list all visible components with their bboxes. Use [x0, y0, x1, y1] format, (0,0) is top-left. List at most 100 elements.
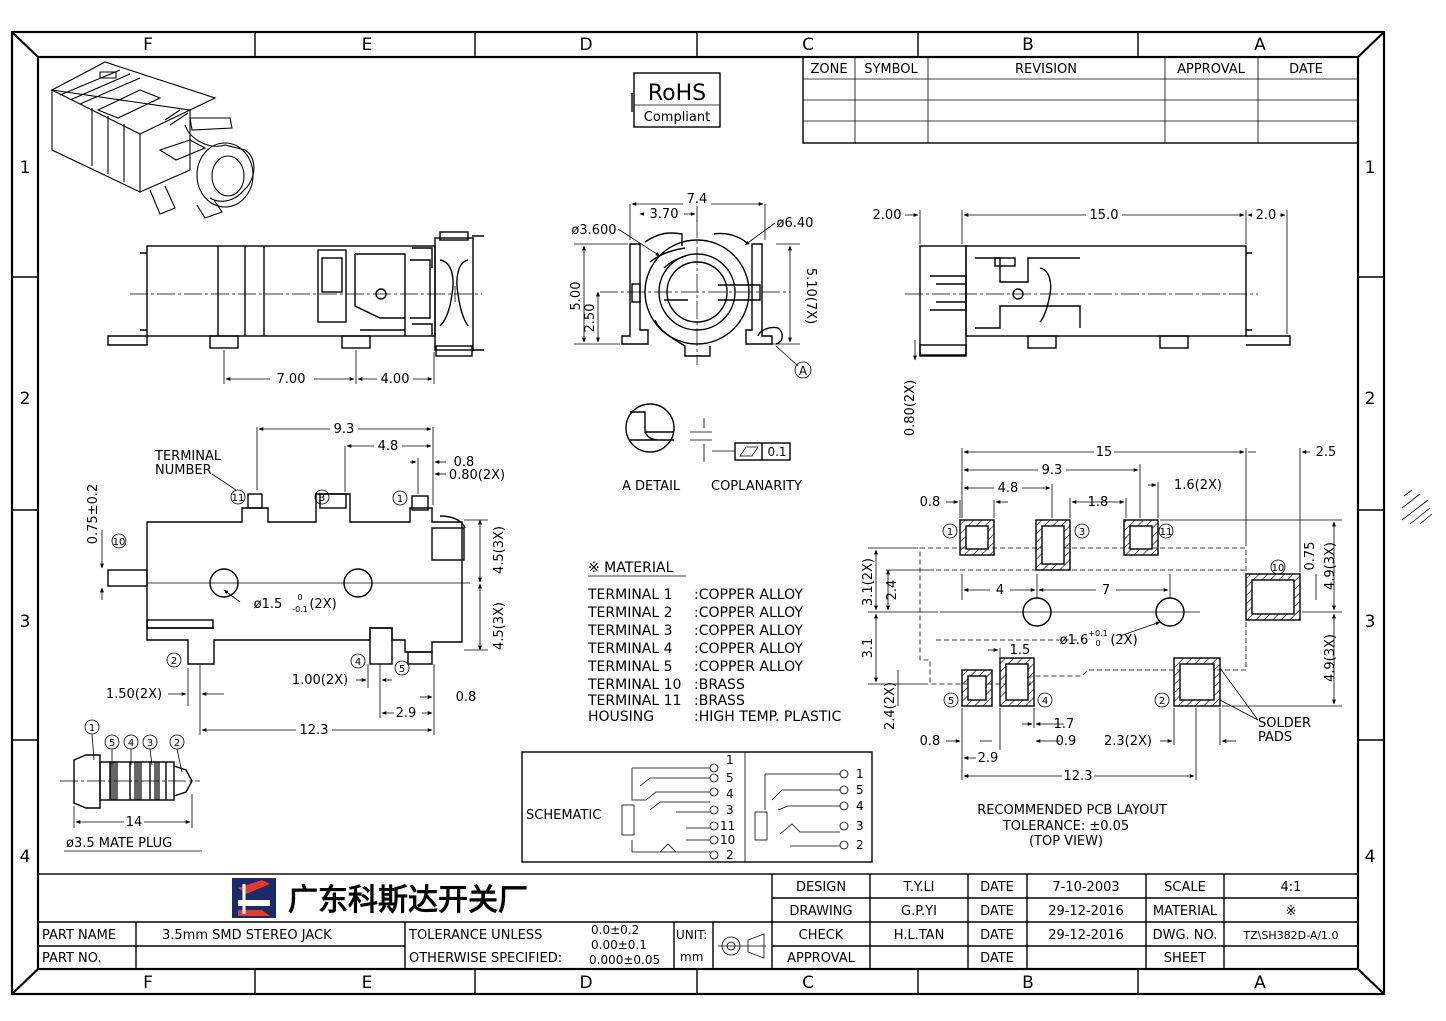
material-value: :COPPER ALLOY — [694, 587, 803, 603]
dim-text: 4.9(3X) — [1323, 542, 1338, 590]
row-label: 3 — [1365, 612, 1376, 632]
dim-text: 1.6(2X) — [1174, 478, 1222, 493]
projection-symbol — [718, 933, 766, 959]
schematic-label: SCHEMATIC — [526, 808, 601, 823]
dim-text: 1.50(2X) — [106, 687, 162, 702]
material-value: :BRASS — [694, 693, 745, 709]
dim-text: 4.8 — [998, 481, 1019, 496]
dim-text: 4.00 — [381, 372, 410, 387]
dim-text: 1.5 — [1010, 643, 1031, 658]
row-label: 3 — [20, 612, 31, 632]
material-name: TERMINAL 11 — [587, 693, 681, 709]
info-key: DWG. NO. — [1153, 928, 1218, 943]
person-name: H.L.TAN — [894, 928, 945, 943]
dim-text: 2.4(2X) — [883, 682, 898, 730]
dim-text: 4.5(3X) — [492, 526, 507, 574]
info-key: MATERIAL — [1153, 904, 1218, 919]
info-value: TZ\SH382D-A/1.0 — [1242, 929, 1338, 942]
dim-text: 5.00 — [569, 282, 584, 311]
dim-text: 2.4 — [885, 580, 900, 601]
dim-text: (2X) — [1110, 633, 1137, 648]
pad-number: 10 — [1272, 563, 1285, 574]
schematic-pin: 2 — [856, 838, 864, 852]
part-name-label: PART NAME — [42, 928, 116, 943]
dim-tol-upper: +0.1 — [1088, 629, 1107, 638]
rev-header-revision: REVISION — [1015, 62, 1077, 77]
col-label: B — [1022, 973, 1034, 993]
detail-a: 0.1 A DETAIL COPLANARITY — [622, 403, 802, 494]
col-label: D — [579, 35, 592, 55]
info-key: SHEET — [1164, 951, 1206, 966]
mate-plug: 1 5 4 3 2 14 ø3.5 MATE PLUG — [60, 719, 202, 852]
dim-text: 0.8 — [920, 734, 941, 749]
rohs-stamp: RoHS Compliant — [631, 72, 721, 128]
plug-number: 2 — [174, 738, 180, 749]
dim-text: 2.50 — [583, 304, 598, 333]
dim-text: 2.0 — [1256, 208, 1277, 223]
info-value: ※ — [1286, 904, 1297, 919]
plug-number: 1 — [89, 723, 95, 734]
dim-text: 4.9(3X) — [1323, 634, 1338, 682]
dim-text: 14 — [126, 815, 143, 830]
material-list: ※ MATERIAL TERMINAL 1 :COPPER ALLOY TERM… — [587, 560, 842, 725]
dim-text: 1.7 — [1054, 717, 1075, 732]
dim-text: 0.9 — [1056, 734, 1077, 749]
tolerance-value: 0.0±0.2 — [591, 923, 639, 937]
pcb-caption: RECOMMENDED PCB LAYOUT — [977, 803, 1167, 818]
company-name: 广东科斯达开关厂 — [288, 883, 528, 918]
dim-text: 3.1(2X) — [861, 558, 876, 606]
date-label: DATE — [980, 880, 1014, 895]
terminal-label: TERMINAL — [154, 449, 222, 464]
col-label: C — [802, 35, 814, 55]
schematic-pin: 4 — [856, 799, 864, 813]
dim-tol-lower: 0 — [1095, 639, 1100, 648]
dim-text: 12.3 — [300, 723, 329, 738]
dim-text: 3.1 — [861, 638, 876, 659]
terminal-number: 3 — [319, 493, 325, 504]
col-label: B — [1022, 35, 1034, 55]
material-name: TERMINAL 2 — [587, 605, 673, 621]
tolerance-line: TOLERANCE UNLESS — [408, 928, 542, 943]
unit-label: UNIT: — [676, 928, 707, 942]
dim-text: 7.00 — [277, 372, 306, 387]
pad-number: 2 — [1159, 696, 1165, 707]
part-name: 3.5mm SMD STEREO JACK — [162, 928, 332, 943]
dim-text: 5.10(7X) — [803, 268, 818, 324]
row-label: 2 — [20, 389, 31, 409]
date-label: DATE — [980, 928, 1014, 943]
margin-mark — [1401, 489, 1433, 525]
terminal-number: 11 — [232, 493, 245, 504]
role-label: DESIGN — [796, 880, 846, 895]
dim-text: 7 — [1102, 583, 1110, 598]
material-name: TERMINAL 10 — [587, 677, 681, 693]
terminal-number: 2 — [171, 656, 177, 667]
pad-number: 3 — [1079, 527, 1085, 538]
row-label: 1 — [1365, 158, 1376, 178]
dim-text: 2.9 — [396, 706, 417, 721]
dim-text: 0.75±0.2 — [86, 484, 101, 545]
material-value: :COPPER ALLOY — [694, 623, 803, 639]
rev-header-date: DATE — [1289, 62, 1323, 77]
date-label: DATE — [980, 904, 1014, 919]
schematic-pin: 5 — [726, 771, 734, 785]
terminal-label: NUMBER — [155, 463, 212, 478]
schematic-pin: 1 — [726, 753, 734, 767]
schematic-pin: 4 — [726, 787, 734, 801]
col-label: F — [143, 35, 153, 55]
row-label: 4 — [1365, 847, 1376, 867]
role-label: CHECK — [799, 928, 844, 943]
dim-text: 9.3 — [1042, 463, 1063, 478]
role-label: APPROVAL — [787, 951, 856, 966]
info-value: 4:1 — [1281, 880, 1302, 895]
col-label: A — [1254, 35, 1266, 55]
dim-text: ø1.5 — [254, 597, 283, 612]
dim-text: 4 — [996, 583, 1004, 598]
rev-header-zone: ZONE — [810, 62, 847, 77]
pad-number: 1 — [947, 527, 953, 538]
dim-text: 0.8 — [454, 455, 475, 470]
solder-label: PADS — [1258, 730, 1292, 745]
schematic-pin: 5 — [856, 783, 864, 797]
plug-number: 4 — [128, 738, 134, 749]
material-name: TERMINAL 3 — [587, 623, 673, 639]
material-value: :COPPER ALLOY — [694, 641, 803, 657]
